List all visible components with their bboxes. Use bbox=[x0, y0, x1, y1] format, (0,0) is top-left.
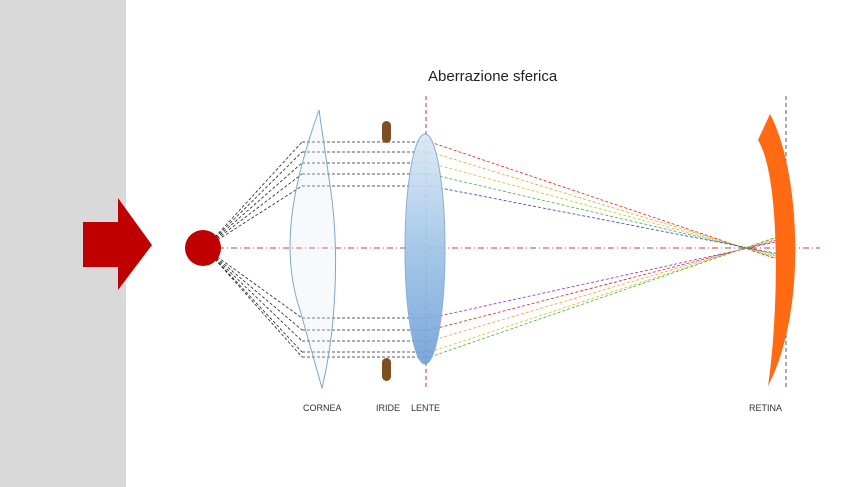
ray-refracted-segment bbox=[429, 234, 786, 353]
ray-source-segment bbox=[204, 173, 303, 249]
ray-refracted-segment bbox=[429, 185, 786, 256]
label-lente: LENTE bbox=[411, 403, 440, 413]
ray-source-segment bbox=[204, 151, 303, 249]
light-source bbox=[185, 230, 221, 266]
cornea-shape bbox=[289, 109, 337, 390]
ray-refracted-segment bbox=[429, 237, 786, 331]
ray-source-segment bbox=[204, 162, 303, 249]
direction-arrow bbox=[83, 198, 152, 290]
ray-refracted-segment bbox=[429, 141, 786, 263]
ray-refracted-segment bbox=[429, 236, 786, 342]
ray-refracted-segment bbox=[429, 239, 786, 319]
label-iride: IRIDE bbox=[376, 403, 400, 413]
ray-source-segment bbox=[204, 247, 303, 342]
ray-source-segment bbox=[204, 247, 303, 358]
ray-refracted-segment bbox=[429, 151, 786, 261]
ray-refracted-segment bbox=[429, 173, 786, 258]
ray-source-segment bbox=[204, 247, 303, 331]
ray-refracted-segment bbox=[429, 162, 786, 259]
ray-source-segment bbox=[204, 247, 303, 319]
ray-refracted-segment bbox=[429, 233, 786, 358]
iris-top bbox=[382, 121, 391, 143]
ray-source-segment bbox=[204, 185, 303, 249]
retina-shape bbox=[758, 114, 796, 386]
light-rays bbox=[204, 141, 786, 358]
ray-source-segment bbox=[204, 141, 303, 249]
diagram-title: Aberrazione sferica bbox=[428, 68, 558, 85]
label-retina: RETINA bbox=[749, 403, 782, 413]
iris-bottom bbox=[382, 358, 391, 381]
lens-shape bbox=[404, 133, 446, 365]
ray-source-segment bbox=[204, 247, 303, 353]
label-cornea: CORNEA bbox=[303, 403, 342, 413]
